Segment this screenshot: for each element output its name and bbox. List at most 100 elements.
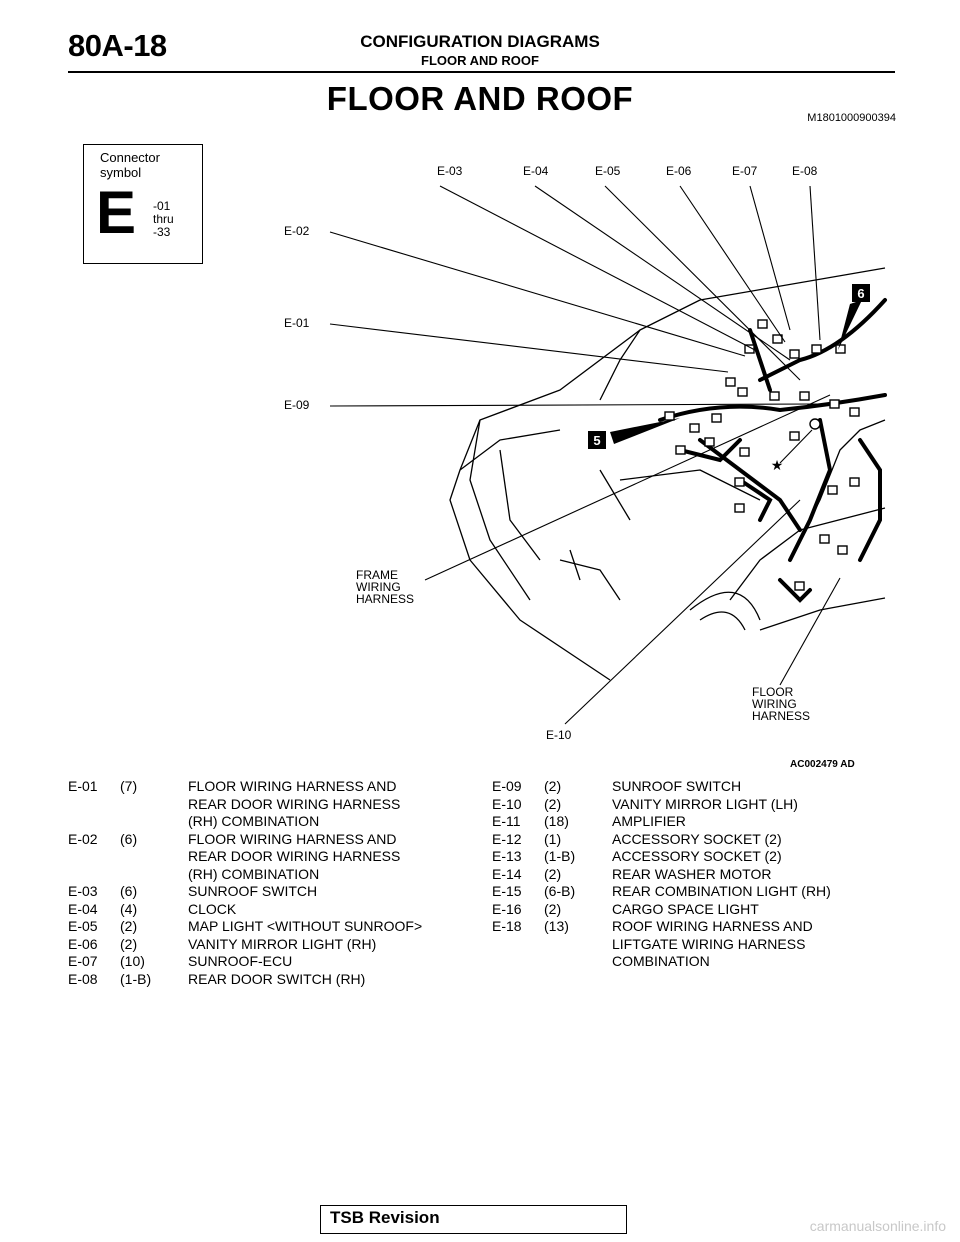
label-e01: E-01: [284, 316, 310, 330]
connector-row: E-15(6-B)REAR COMBINATION LIGHT (RH): [492, 883, 892, 901]
connector-description: SUNROOF-ECU: [188, 953, 448, 971]
legend-range-thru: thru: [153, 212, 174, 226]
connector-legend: [83, 144, 203, 264]
connector-description: ACCESSORY SOCKET (2): [612, 848, 892, 866]
connector-code: E-07: [68, 953, 98, 969]
page-title: FLOOR AND ROOF: [326, 80, 634, 117]
description-line: COMBINATION: [612, 953, 710, 969]
label-e10: E-10: [546, 728, 572, 742]
description-line: (RH) COMBINATION: [188, 865, 320, 882]
floor-harness-label: FLOOR WIRING HARNESS: [752, 686, 842, 722]
legend-range: -01 thru -33: [153, 200, 203, 239]
description-line: ROOF WIRING HARNESS AND: [612, 918, 813, 934]
tsb-revision-label: TSB Revision: [330, 1208, 440, 1227]
connector-pins: (2): [120, 918, 138, 934]
connector-description: VANITY MIRROR LIGHT (LH): [612, 796, 892, 814]
header-rule: [68, 71, 895, 73]
connector-pins: (1): [544, 830, 562, 847]
description-line: LIFTGATE WIRING HARNESS: [612, 935, 806, 952]
connector-code: E-16: [492, 900, 522, 917]
wiring-diagram: 5 6 ★: [329, 185, 887, 725]
connector-pins: (2): [544, 865, 562, 882]
connector-row: E-14(2)REAR WASHER MOTOR: [492, 866, 892, 884]
connector-code: E-01: [68, 778, 98, 794]
floor-harness-line-1: FLOOR: [752, 685, 794, 699]
connector-pins: (2): [544, 900, 562, 917]
description-line: MAP LIGHT <WITHOUT SUNROOF>: [188, 918, 423, 934]
connector-code: E-12: [492, 830, 522, 847]
description-line: VANITY MIRROR LIGHT (RH): [188, 935, 377, 952]
description-line: AMPLIFIER: [612, 813, 686, 829]
connector-row: E-08 (1-B) REAR DOOR SWITCH (RH): [68, 971, 448, 989]
connector-pins: (2): [544, 795, 562, 812]
connector-pins: (18): [544, 813, 569, 829]
legend-letter: E: [96, 179, 137, 246]
connector-code: E-18: [492, 918, 522, 934]
description-line: ACCESSORY SOCKET (2): [612, 848, 782, 864]
connector-pins: (6): [120, 883, 138, 899]
connector-row: E-12 (1) ACCESSORY SOCKET (2): [492, 831, 892, 849]
connector-code: E-11: [492, 813, 521, 829]
connector-row: E-06 (2) VANITY MIRROR LIGHT (RH): [68, 936, 448, 954]
wiring-harness: [658, 298, 887, 603]
watermark: carmanualsonline.info: [809, 1218, 946, 1234]
frame-harness-line-3: HARNESS: [356, 592, 415, 606]
connector-row: E-05 (2) MAP LIGHT <WITHOUT SUNROOF>: [68, 918, 448, 936]
connector-description: CLOCK: [188, 901, 448, 919]
label-e03: E-03: [437, 164, 463, 178]
connector-description: REAR DOOR SWITCH (RH): [188, 971, 448, 989]
page-number: 80A-18: [68, 28, 167, 63]
connector-pins: (4): [120, 900, 138, 917]
label-e09: E-09: [284, 398, 310, 412]
vehicle-outline: [449, 267, 886, 681]
callout-5-badge: [588, 431, 606, 449]
description-line: (RH) COMBINATION: [188, 813, 320, 829]
connector-pins: (7): [120, 778, 138, 794]
connector-pins: (2): [544, 778, 562, 794]
description-line: REAR DOOR WIRING HARNESS: [188, 795, 401, 812]
legend-range-end: -33: [153, 225, 171, 239]
callout-6-badge: [852, 284, 870, 302]
connector-code: E-05: [68, 918, 98, 934]
description-line: REAR COMBINATION LIGHT (RH): [612, 883, 831, 899]
description-line: FLOOR WIRING HARNESS AND: [188, 778, 397, 794]
label-e07: E-07: [732, 164, 758, 178]
label-e06: E-06: [666, 164, 692, 178]
description-line: ACCESSORY SOCKET (2): [612, 830, 782, 847]
description-line: REAR WASHER MOTOR: [612, 865, 772, 882]
connector-pins: (10): [120, 953, 145, 969]
connector-pins: (1-B): [544, 848, 576, 864]
connector-pins: (6-B): [544, 883, 576, 899]
connector-code: E-08: [68, 970, 98, 987]
connector-row: E-09(2)SUNROOF SWITCH: [492, 778, 892, 796]
connector-code: E-03: [68, 883, 98, 899]
connector-row: E-13 (1-B) ACCESSORY SOCKET (2): [492, 848, 892, 866]
label-e02: E-02: [284, 224, 310, 238]
connector-row: E-11 (18) AMPLIFIER: [492, 813, 892, 831]
connector-description: AMPLIFIER: [612, 813, 892, 831]
legend-range-start: -01: [153, 199, 171, 213]
description-line: CLOCK: [188, 900, 237, 917]
star-mark: ★: [771, 458, 784, 474]
connector-pins: (1-B): [120, 970, 152, 987]
connector-row: E-07 (10) SUNROOF-ECU: [68, 953, 448, 971]
description-line: CARGO SPACE LIGHT: [612, 900, 759, 917]
description-line: REAR DOOR SWITCH (RH): [188, 970, 366, 987]
description-line: FLOOR WIRING HARNESS AND: [188, 830, 397, 847]
section-title: CONFIGURATION DIAGRAMS: [360, 32, 600, 51]
label-e05: E-05: [595, 164, 621, 178]
connector-description: ACCESSORY SOCKET (2): [612, 831, 892, 849]
connector-code: E-13: [492, 848, 522, 864]
description-line: VANITY MIRROR LIGHT (LH): [612, 795, 798, 812]
connector-code: E-06: [68, 935, 98, 952]
connector-code: E-09: [492, 778, 522, 794]
frame-harness-line-1: FRAME: [356, 568, 398, 582]
connector-code: E-02: [68, 830, 98, 847]
connector-pins: (2): [120, 935, 138, 952]
connector-pins: (6): [120, 830, 138, 847]
